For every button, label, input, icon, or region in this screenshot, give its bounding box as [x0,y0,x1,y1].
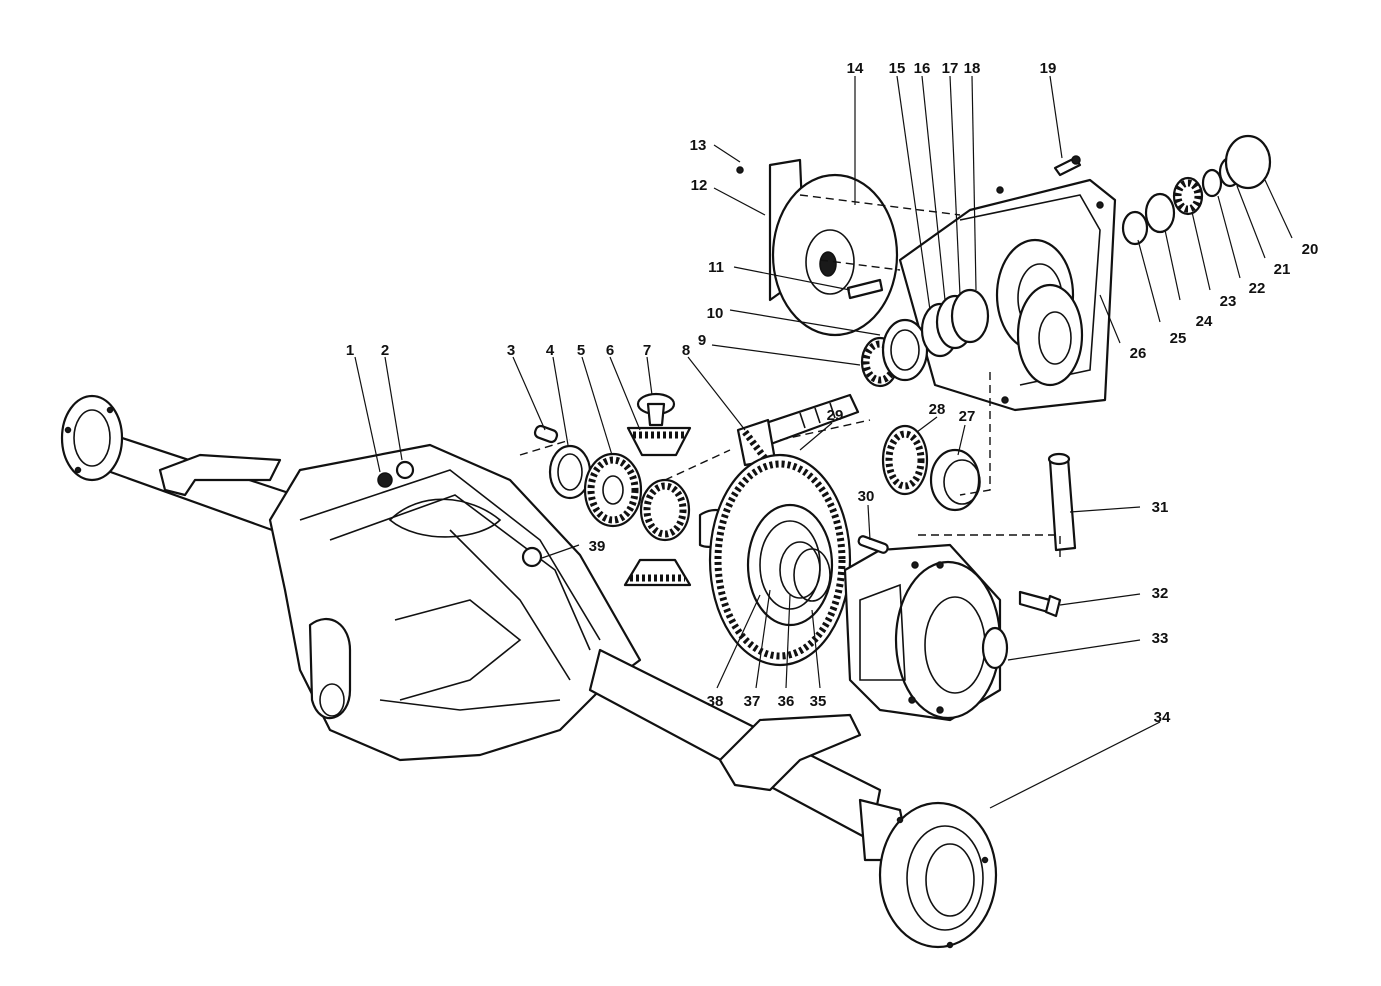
filler-plugs [377,460,543,568]
label-3: 3 [507,342,515,359]
label-10: 10 [707,305,724,322]
label-29: 29 [827,407,844,424]
label-39: 39 [589,538,606,555]
label-4: 4 [546,342,555,359]
label-2: 2 [381,342,389,359]
label-27: 27 [959,408,976,425]
label-16: 16 [914,60,931,77]
label-17: 17 [942,60,959,77]
label-32: 32 [1152,585,1169,602]
label-25: 25 [1170,330,1187,347]
label-28: 28 [929,401,946,418]
label-37: 37 [744,693,761,710]
callout-labels: 1 2 3 4 5 6 7 8 9 10 11 12 13 14 15 16 1… [346,60,1319,726]
label-30: 30 [858,488,875,505]
axle-housing [268,443,642,762]
label-14: 14 [847,60,864,77]
label-13: 13 [690,137,707,154]
rear-cover [736,158,899,337]
label-8: 8 [682,342,690,359]
assembly-guides [519,194,1061,560]
label-6: 6 [606,342,614,359]
label-24: 24 [1196,313,1213,330]
label-22: 22 [1249,280,1266,297]
label-23: 23 [1220,293,1237,310]
label-9: 9 [698,332,706,349]
label-1: 1 [346,342,354,359]
label-36: 36 [778,693,795,710]
label-35: 35 [810,693,827,710]
label-18: 18 [964,60,981,77]
pinion-shaft [736,393,860,468]
label-21: 21 [1274,261,1291,278]
crown-wheel [708,453,852,667]
label-5: 5 [577,342,585,359]
label-20: 20 [1302,241,1319,258]
label-11: 11 [708,259,724,276]
label-31: 31 [1152,499,1169,516]
label-26: 26 [1130,345,1147,362]
label-12: 12 [691,177,708,194]
label-19: 19 [1040,60,1057,77]
callout-leaders [354,75,1293,809]
label-34: 34 [1154,709,1171,726]
label-7: 7 [643,342,651,359]
label-15: 15 [889,60,906,77]
carrier-bearings [881,424,981,512]
differential-case [843,535,1062,722]
shims-and-bearings [860,288,990,388]
axle-tube-right [588,648,998,949]
axle-tube-left [60,394,312,542]
label-38: 38 [707,693,724,710]
front-seal-parts [1053,134,1272,246]
pinion-housing [898,178,1117,412]
label-33: 33 [1152,630,1169,647]
cross-pin [1047,452,1077,552]
